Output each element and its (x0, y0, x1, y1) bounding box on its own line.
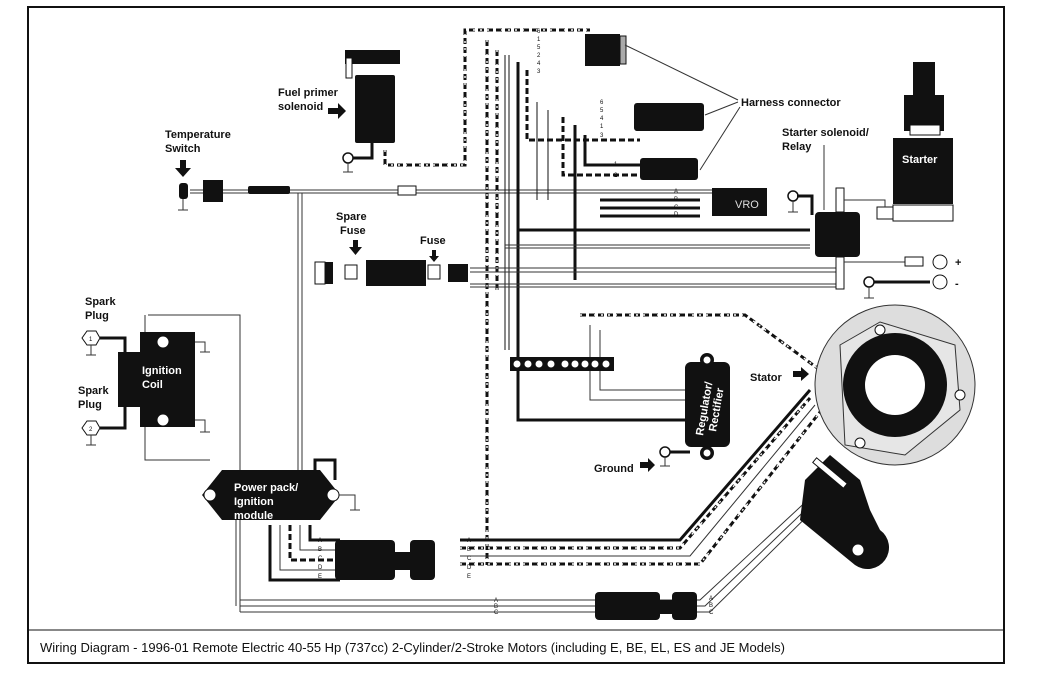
svg-text:C: C (494, 610, 499, 616)
svg-text:B: B (709, 603, 713, 609)
harness-connector-callout: Harness connector (624, 44, 841, 171)
regulator-rectifier: Regulator/ Rectifier Ground (594, 353, 730, 475)
svg-text:C: C (709, 610, 714, 616)
starter-solenoid-label-1: Starter solenoid/ (782, 127, 869, 139)
svg-text:B: B (494, 604, 498, 610)
power-pack-label-2: Ignition (234, 496, 274, 508)
svg-text:2: 2 (537, 53, 541, 59)
svg-text:D: D (318, 565, 323, 571)
svg-text:5: 5 (537, 45, 541, 51)
svg-text:1: 1 (89, 337, 93, 343)
fuel-primer-label-1: Fuel primer (278, 87, 339, 99)
fuse-label: Fuse (420, 235, 446, 247)
vro-label: VRO (735, 199, 759, 211)
svg-text:C: C (318, 556, 323, 562)
terminal-strip (510, 357, 614, 371)
ignition-coil-assembly: Spark Plug Spark Plug 1 2 Ignition Coil (78, 296, 210, 446)
svg-text:3: 3 (537, 69, 541, 75)
svg-text:A: A (318, 538, 322, 544)
svg-text:B: B (467, 547, 471, 553)
starter-label: Starter (902, 154, 938, 166)
svg-text:2: 2 (89, 427, 93, 433)
pointer-arrow-icon (793, 367, 809, 381)
svg-text:1: 1 (600, 124, 604, 130)
svg-text:6: 6 (537, 29, 541, 35)
ground-symbol-icon (788, 201, 798, 213)
pointer-arrow-icon (640, 458, 655, 472)
svg-text:C: C (467, 556, 472, 562)
svg-text:A: A (674, 189, 678, 195)
vro-connector: VRO A B C D (674, 188, 767, 218)
spare-fuse-label-2: Fuse (340, 225, 366, 237)
diagram-caption: Wiring Diagram - 1996-01 Remote Electric… (40, 640, 785, 655)
fuel-primer-solenoid: Fuel primer solenoid (278, 50, 400, 173)
svg-text:6: 6 (600, 100, 604, 106)
svg-text:3: 3 (600, 133, 604, 139)
svg-text:E: E (467, 574, 471, 580)
ground-symbol-icon (178, 199, 188, 211)
spark-plug-1-label-1: Spark (85, 296, 116, 308)
pointer-arrow-icon (429, 250, 439, 262)
positive-terminal-label: + (955, 257, 961, 269)
temperature-switch-label-1: Temperature (165, 129, 231, 141)
negative-terminal-label: - (955, 278, 959, 290)
svg-text:B: B (674, 197, 678, 203)
stator: Stator (750, 304, 976, 570)
svg-text:D: D (467, 565, 472, 571)
battery-cables: + - (844, 254, 961, 299)
pointer-arrow-icon (175, 160, 191, 177)
svg-text:C: C (674, 205, 679, 211)
stator-label: Stator (750, 372, 783, 384)
svg-text:A: A (467, 538, 471, 544)
temperature-switch-label-2: Switch (165, 143, 201, 155)
svg-text:4: 4 (537, 61, 541, 67)
power-pack-label-3: module (234, 510, 273, 522)
ground-symbol-icon (864, 287, 874, 299)
ground-symbol-icon (339, 494, 360, 511)
svg-text:1: 1 (537, 37, 541, 43)
svg-text:D: D (674, 212, 679, 218)
starter-motor: Starter (844, 62, 954, 222)
power-pack-label-1: Power pack/ (234, 482, 298, 494)
ground-symbol-icon (660, 457, 670, 467)
spare-fuse-label-1: Spare (336, 211, 367, 223)
svg-text:A: A (709, 596, 713, 602)
harness-plug-lower: 1 2 (614, 158, 698, 180)
main-harness-plug: 6 1 5 2 4 3 (537, 29, 627, 75)
harness-connector-label: Harness connector (741, 97, 841, 109)
starter-solenoid-label-2: Relay (782, 141, 812, 153)
svg-text:A: A (494, 598, 498, 604)
temperature-switch: Temperature Switch (165, 129, 417, 211)
fuse-holder: Spare Fuse Fuse (314, 211, 468, 286)
svg-text:2: 2 (614, 173, 618, 179)
power-pack-ignition-module: Power pack/ Ignition module (202, 458, 360, 522)
spark-plug-2-label-2: Plug (78, 399, 102, 411)
ignition-coil-label-1: Ignition (142, 365, 182, 377)
power-pack-connector: A B C D E A B C D E (318, 538, 472, 580)
svg-text:5: 5 (600, 108, 604, 114)
wires (144, 28, 847, 613)
spark-plug-2-label-1: Spark (78, 385, 109, 397)
ground-terminal-icon (342, 152, 354, 164)
svg-text:1: 1 (614, 162, 618, 168)
svg-text:4: 4 (600, 116, 604, 122)
harness-plug-upper: 6 5 4 1 3 (600, 100, 704, 139)
ground-label: Ground (594, 463, 634, 475)
pointer-arrow-icon (349, 240, 362, 255)
stator-connector: A B C A B C (494, 592, 714, 620)
pointer-arrow-icon (328, 103, 346, 119)
svg-text:E: E (318, 574, 322, 580)
spark-plug-1-label-2: Plug (85, 310, 109, 322)
ignition-coil-label-2: Coil (142, 379, 163, 391)
svg-text:B: B (318, 547, 322, 553)
starter-solenoid: Starter solenoid/ Relay (782, 127, 869, 290)
fuel-primer-label-2: solenoid (278, 101, 323, 113)
